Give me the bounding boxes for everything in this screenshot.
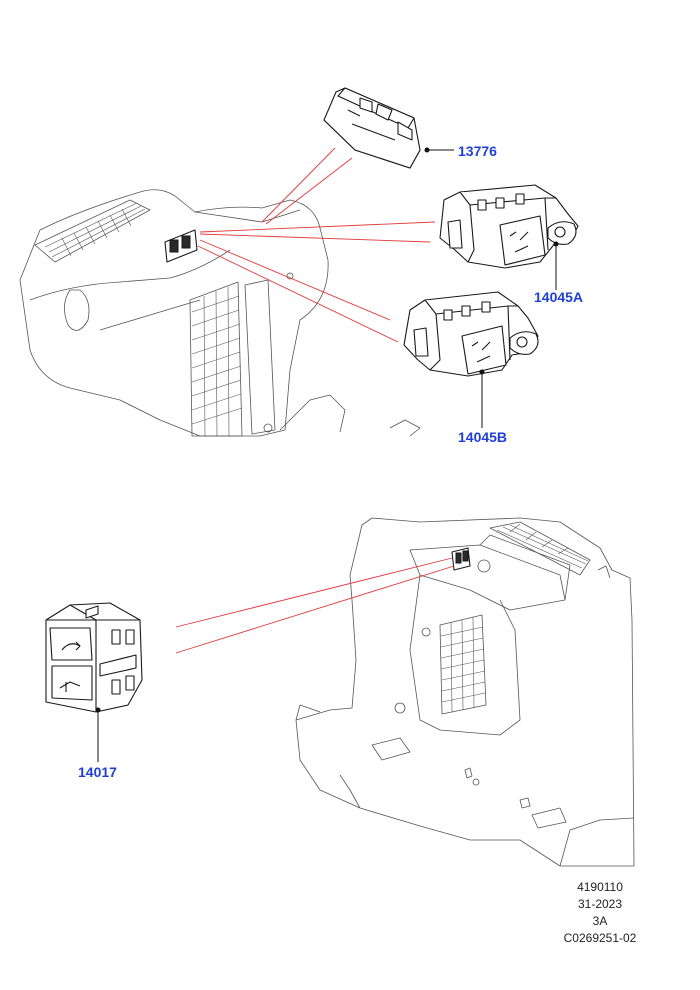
drawing-reference-block: 4190110 31-2023 3A C0269251-02 [548, 879, 652, 947]
callout-14017: 14017 [78, 764, 117, 780]
bottom-trim-panel [295, 517, 635, 867]
bottom-reference-lines [175, 557, 455, 654]
top-vent-grille [34, 199, 151, 263]
drawing-date-code: 31-2023 [577, 897, 623, 911]
bottom-side-grille [439, 614, 487, 715]
top-reference-lines [197, 147, 436, 343]
part-14017-switch-module [45, 602, 143, 713]
callout-14045a: 14045A [534, 289, 583, 305]
callout-14045b: 14045B [458, 429, 507, 445]
bottom-vent-grille [489, 521, 591, 576]
top-trim-panel [19, 189, 421, 437]
part-14045a-switch [439, 184, 579, 269]
top-switch-location [164, 229, 198, 263]
bottom-switch-location [451, 547, 471, 571]
callout-13776: 13776 [458, 143, 497, 159]
part-13776-housing [323, 87, 430, 169]
drawing-number: 4190110 [577, 880, 623, 894]
top-side-grille [189, 281, 243, 437]
drawing-revision: 3A [592, 914, 608, 928]
part-14045b-switch [403, 291, 539, 377]
drawing-id: C0269251-02 [563, 931, 637, 945]
